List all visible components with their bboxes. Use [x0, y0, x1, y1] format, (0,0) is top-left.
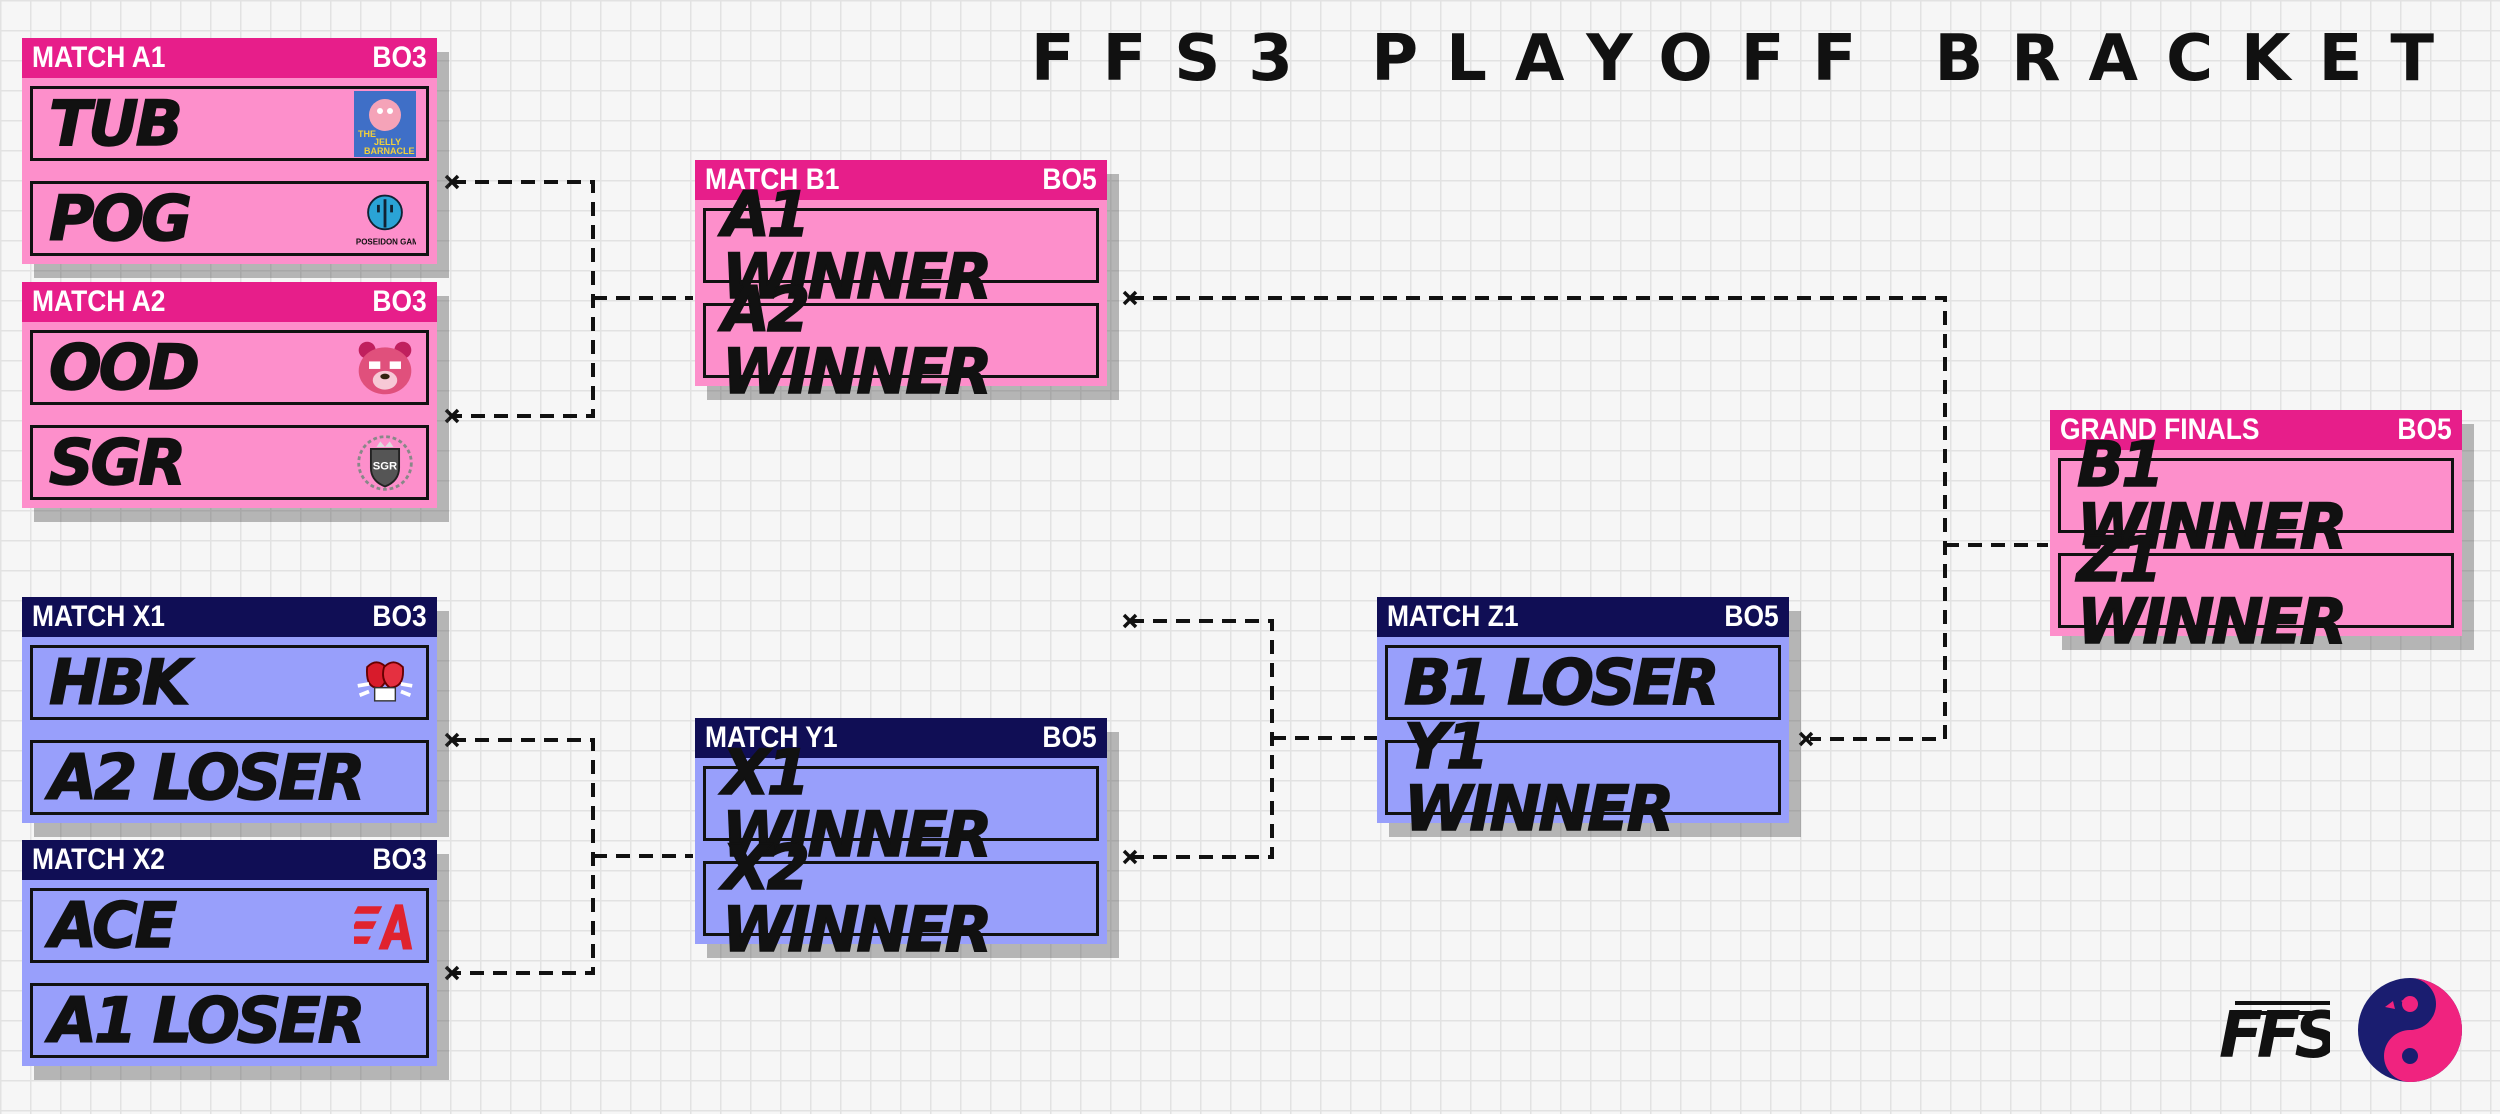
- match-name: MATCH A2: [32, 285, 166, 318]
- team-name: TUB: [48, 86, 183, 160]
- team-name: X1 WINNER: [721, 735, 993, 871]
- svg-text:POSEIDON GAMING: POSEIDON GAMING: [356, 237, 416, 246]
- match-name: MATCH A1: [32, 41, 166, 74]
- match-format: BO5: [1042, 721, 1097, 754]
- match-format: BO5: [1042, 163, 1097, 196]
- match-header: MATCH A2 BO3: [22, 282, 437, 322]
- team-name: A1 WINNER: [721, 177, 993, 313]
- match-name: GRAND FINALS: [2060, 413, 2260, 446]
- yin-yang-creature-logo: [2355, 975, 2465, 1090]
- team-slot[interactable]: X1 WINNER: [703, 740, 1099, 866]
- svg-text:SGR: SGR: [373, 460, 397, 472]
- team-slot[interactable]: POG POSEIDON GAMING: [30, 181, 429, 256]
- team-slot[interactable]: A2 WINNER: [703, 277, 1099, 403]
- svg-text:FFS: FFS: [2219, 999, 2330, 1070]
- bracket-title: FFS3 PLAYOFF BRACKET: [1030, 22, 2462, 96]
- team-slot[interactable]: B1 WINNER: [2058, 432, 2454, 558]
- x-marker: [1798, 731, 1814, 747]
- team-name: OOD: [48, 330, 200, 404]
- svg-text:BARNACLE: BARNACLE: [364, 146, 415, 156]
- team-slot[interactable]: Z1 WINNER: [2058, 527, 2454, 653]
- x-marker: [444, 408, 460, 424]
- match-header: MATCH Z1 BO5: [1377, 597, 1789, 637]
- ace-red-logo: [354, 895, 416, 957]
- match-name: MATCH B1: [705, 163, 840, 196]
- svg-text:THE: THE: [358, 129, 376, 139]
- match-name: MATCH X1: [32, 600, 165, 633]
- match-header: MATCH B1 BO5: [695, 160, 1107, 200]
- match-name: MATCH X2: [32, 843, 165, 876]
- match-header: MATCH X2 BO3: [22, 840, 437, 880]
- team-name: A1 LOSER: [48, 983, 366, 1057]
- team-slot[interactable]: X2 WINNER: [703, 835, 1099, 961]
- match-b1: MATCH B1 BO5 A1 WINNER A2 WINNER: [695, 160, 1107, 403]
- team-name: ACE: [48, 888, 177, 962]
- team-name: SGR: [48, 425, 187, 499]
- team-name: A2 WINNER: [721, 272, 993, 408]
- connector-a-bracket: [452, 180, 595, 418]
- match-a2: MATCH A2 BO3 OOD SGR: [22, 282, 437, 508]
- team-slot[interactable]: A1 LOSER: [30, 983, 429, 1058]
- team-slot[interactable]: OOD: [30, 330, 429, 405]
- connector-x-bracket: [452, 738, 595, 975]
- team-name: X2 WINNER: [721, 830, 993, 966]
- team-name: B1 WINNER: [2076, 427, 2348, 563]
- match-x2: MATCH X2 BO3 ACE A1 LOSER: [22, 840, 437, 1066]
- match-grand-finals: GRAND FINALS BO5 B1 WINNER Z1 WINNER: [2050, 410, 2462, 653]
- match-z1: MATCH Z1 BO5 B1 LOSER Y1 WINNER: [1377, 597, 1789, 840]
- match-format: BO5: [1724, 600, 1779, 633]
- team-slot[interactable]: ACE: [30, 888, 429, 963]
- red-boxing-gloves-logo: [354, 652, 416, 714]
- match-name: MATCH Z1: [1387, 600, 1519, 633]
- match-format: BO3: [372, 600, 427, 633]
- match-format: BO3: [372, 285, 427, 318]
- match-name: MATCH Y1: [705, 721, 838, 754]
- ffs-logo: FFS: [2215, 995, 2343, 1075]
- team-name: A2 LOSER: [48, 740, 366, 814]
- x-marker: [444, 965, 460, 981]
- team-name: B1 LOSER: [1403, 645, 1720, 719]
- pink-bear-logo: [354, 337, 416, 399]
- match-y1: MATCH Y1 BO5 X1 WINNER X2 WINNER: [695, 718, 1107, 961]
- match-header: GRAND FINALS BO5: [2050, 410, 2462, 450]
- team-name: Y1 WINNER: [1403, 709, 1675, 845]
- sgr-crest-logo: SGR: [354, 432, 416, 494]
- poseidon-gaming-logo: POSEIDON GAMING: [354, 188, 416, 250]
- match-a1: MATCH A1 BO3 TUB THE JELLY BARNACLE POG: [22, 38, 437, 264]
- x-marker: [1122, 290, 1138, 306]
- match-format: BO3: [372, 41, 427, 74]
- match-header: MATCH X1 BO3: [22, 597, 437, 637]
- match-format: BO3: [372, 843, 427, 876]
- match-header: MATCH Y1 BO5: [695, 718, 1107, 758]
- connector-z-bracket: [1130, 619, 1274, 859]
- connector-gf-bracket: [1130, 296, 1947, 741]
- x-marker: [1122, 613, 1138, 629]
- team-name: POG: [48, 181, 193, 255]
- x-marker: [444, 732, 460, 748]
- team-slot[interactable]: TUB THE JELLY BARNACLE: [30, 86, 429, 161]
- team-slot[interactable]: A1 WINNER: [703, 182, 1099, 308]
- team-slot[interactable]: Y1 WINNER: [1385, 714, 1781, 840]
- jelly-barnacle-logo: THE JELLY BARNACLE: [354, 90, 416, 157]
- svg-text:JELLY: JELLY: [374, 137, 401, 147]
- team-slot[interactable]: HBK: [30, 645, 429, 720]
- x-marker: [1122, 849, 1138, 865]
- team-name: HBK: [48, 645, 191, 719]
- match-x1: MATCH X1 BO3 HBK A2 LOSER: [22, 597, 437, 823]
- team-slot[interactable]: B1 LOSER: [1385, 645, 1781, 720]
- match-header: MATCH A1 BO3: [22, 38, 437, 78]
- team-name: Z1 WINNER: [2076, 522, 2348, 658]
- team-slot[interactable]: A2 LOSER: [30, 740, 429, 815]
- x-marker: [444, 174, 460, 190]
- match-format: BO5: [2397, 413, 2452, 446]
- team-slot[interactable]: SGR SGR: [30, 425, 429, 500]
